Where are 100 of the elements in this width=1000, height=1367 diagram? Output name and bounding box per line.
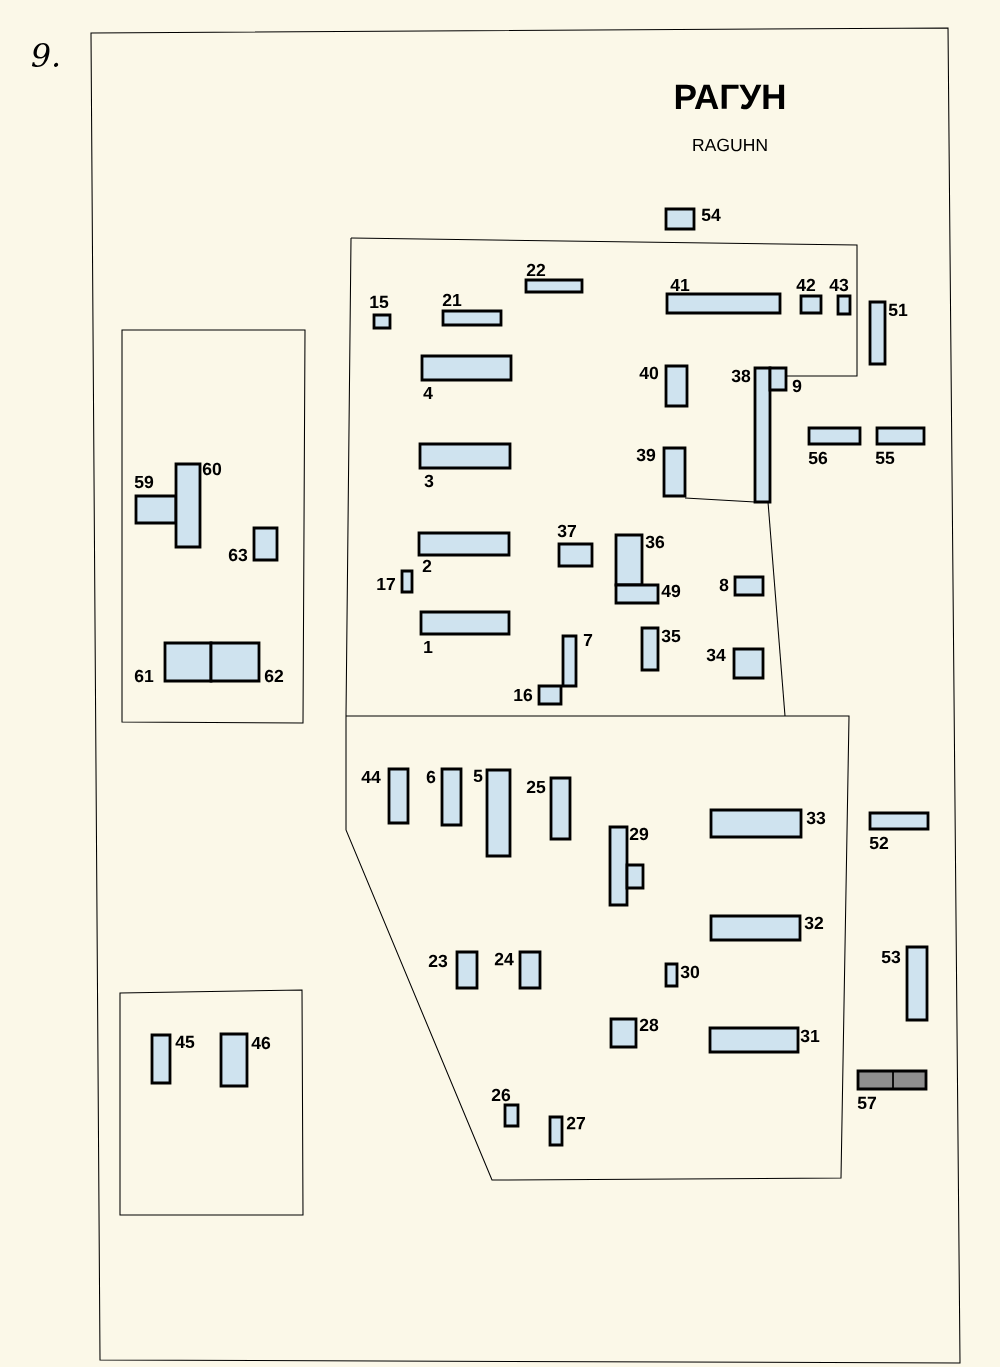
building-number: 3 — [424, 474, 434, 488]
building-number: 46 — [251, 1036, 271, 1050]
building-number: 27 — [566, 1116, 585, 1130]
building-number: 37 — [557, 524, 576, 538]
building-number: 57 — [857, 1096, 876, 1110]
building-number: 24 — [494, 952, 514, 966]
building-number: 44 — [361, 770, 381, 784]
building — [905, 945, 929, 1022]
building-number: 26 — [491, 1088, 511, 1102]
building — [174, 462, 202, 549]
building-number: 25 — [526, 780, 546, 794]
building — [733, 575, 765, 597]
building — [665, 292, 782, 315]
building — [561, 634, 578, 688]
building-number: 33 — [806, 811, 826, 825]
building-number: 55 — [875, 451, 895, 465]
building-number: 49 — [661, 584, 681, 598]
building-number: 4 — [423, 386, 433, 400]
building — [557, 542, 594, 568]
building-number: 43 — [829, 278, 849, 292]
building — [709, 808, 803, 839]
building-number: 39 — [636, 448, 656, 462]
building — [418, 442, 512, 470]
building-number: 35 — [661, 629, 681, 643]
building-number: 56 — [808, 451, 828, 465]
building — [209, 641, 261, 683]
subtitle: RAGUHN — [693, 138, 767, 152]
building-number: 52 — [869, 836, 889, 850]
building — [548, 1115, 564, 1147]
building-number: 1 — [424, 640, 433, 654]
building — [868, 300, 887, 366]
building — [799, 294, 823, 315]
building-number: 21 — [442, 293, 462, 307]
building-number: 23 — [428, 954, 448, 968]
building — [664, 364, 689, 408]
building-number: 8 — [719, 578, 729, 592]
building — [400, 569, 414, 594]
building — [150, 1033, 172, 1085]
page-number: 9. — [31, 43, 59, 67]
building-number: 15 — [370, 295, 389, 309]
building — [640, 626, 660, 672]
building — [836, 294, 852, 316]
building — [549, 776, 572, 841]
building-number: 51 — [888, 303, 908, 317]
building — [419, 610, 511, 636]
building — [768, 366, 788, 392]
building — [372, 313, 392, 330]
building-number: 63 — [228, 548, 248, 562]
building — [441, 309, 503, 327]
building — [417, 531, 511, 557]
building-number: 34 — [706, 648, 726, 662]
building-number: 32 — [804, 916, 824, 930]
building — [875, 426, 926, 446]
building — [524, 278, 584, 294]
building-number: 41 — [670, 278, 690, 292]
building-number: 60 — [202, 462, 222, 476]
building-number: 38 — [731, 369, 751, 383]
building-number: 2 — [422, 559, 432, 573]
building-number: 61 — [134, 669, 154, 683]
building — [709, 914, 802, 942]
building — [163, 641, 213, 683]
building-number: 42 — [796, 278, 816, 292]
building — [614, 583, 660, 605]
building-number: 54 — [701, 208, 721, 222]
building-number: 7 — [583, 633, 593, 647]
building — [807, 426, 862, 446]
building — [537, 684, 563, 706]
building — [518, 950, 542, 990]
building — [503, 1103, 520, 1128]
building-number: 6 — [426, 770, 436, 784]
building-number: 62 — [264, 669, 284, 683]
building — [387, 767, 410, 825]
building-number: 53 — [881, 950, 901, 964]
building-number: 40 — [639, 366, 659, 380]
building — [455, 950, 479, 990]
building-number: 59 — [134, 475, 154, 489]
building-number: 22 — [526, 263, 546, 277]
building — [708, 1026, 800, 1054]
building — [609, 1017, 638, 1049]
map-title: РАГУН — [675, 84, 785, 110]
building-number: 45 — [175, 1035, 195, 1049]
building — [614, 533, 644, 587]
building-number: 30 — [680, 965, 700, 979]
building — [485, 768, 512, 858]
building — [219, 1032, 249, 1088]
building — [440, 767, 463, 827]
building-number: 9 — [792, 379, 802, 393]
building — [134, 494, 178, 525]
building-number: 31 — [800, 1029, 820, 1043]
building — [856, 1069, 928, 1091]
building — [664, 962, 679, 988]
building — [664, 207, 696, 231]
building-number: 29 — [629, 827, 649, 841]
building-number: 5 — [473, 769, 483, 783]
building-number: 16 — [514, 688, 533, 702]
building — [420, 354, 513, 382]
building-number: 17 — [377, 577, 395, 591]
building-number: 36 — [645, 535, 665, 549]
building — [868, 811, 930, 831]
building — [662, 446, 687, 498]
